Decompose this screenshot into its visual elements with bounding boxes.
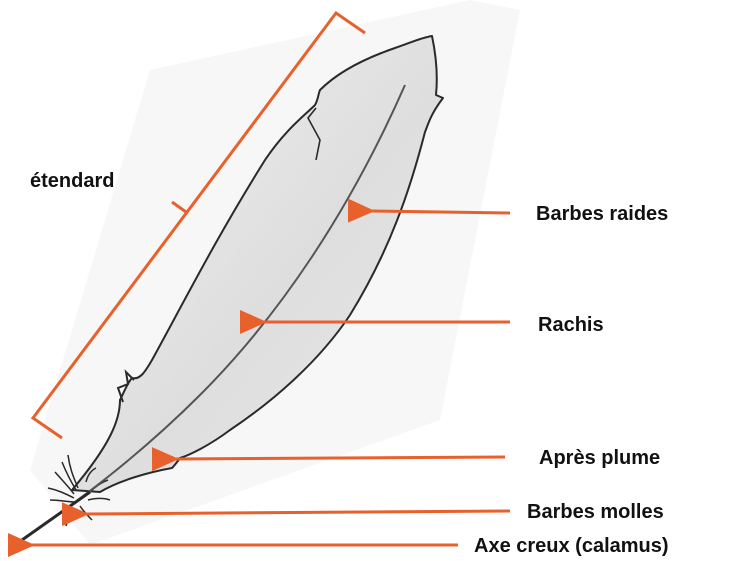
label-barbes-raides: Barbes raides: [536, 203, 668, 225]
label-axe-creux: Axe creux (calamus): [474, 535, 669, 557]
label-rachis: Rachis: [538, 314, 604, 336]
arrow-barbes-raides: [372, 211, 510, 213]
arrow-apres-plume: [176, 457, 505, 459]
label-etendard: étendard: [30, 170, 114, 192]
label-apres-plume: Après plume: [539, 447, 660, 469]
label-barbes-molles: Barbes molles: [527, 501, 664, 523]
